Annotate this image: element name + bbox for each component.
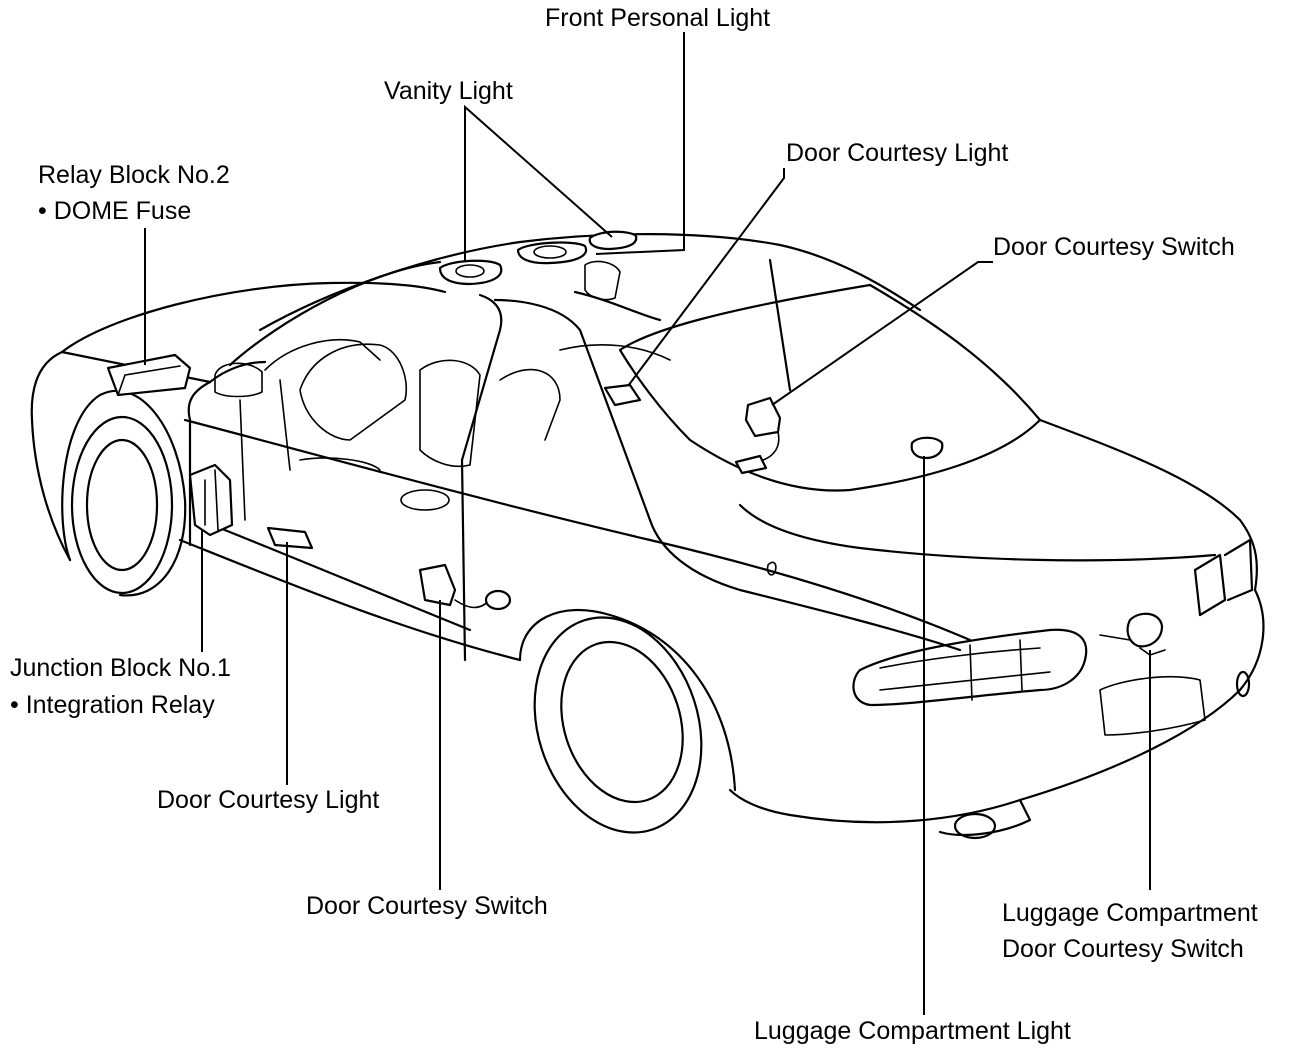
car-body xyxy=(30,233,1265,840)
door-courtesy-light-lower-icon xyxy=(266,526,314,550)
junction-block-no1-icon xyxy=(188,463,234,537)
luggage-compartment-light-icon xyxy=(910,436,944,460)
front-wheel xyxy=(61,389,187,597)
label-front-personal-light: Front Personal Light xyxy=(545,4,771,32)
luggage-door-courtesy-switch-icon xyxy=(1099,612,1166,656)
door-courtesy-switch-upper-icon xyxy=(734,396,782,475)
label-door-courtesy-switch-upper: Door Courtesy Switch xyxy=(993,233,1235,261)
door-courtesy-light-upper-icon xyxy=(603,383,642,407)
interior xyxy=(214,260,671,521)
vanity-light-left-icon xyxy=(438,259,503,286)
label-luggage-door-courtesy-switch: Door Courtesy Switch xyxy=(1002,935,1244,963)
front-personal-light-icon xyxy=(588,230,638,251)
vanity-light-right-icon xyxy=(516,241,588,265)
label-junction-block-no1: Junction Block No.1 xyxy=(10,654,231,682)
label-vanity-light: Vanity Light xyxy=(384,77,513,105)
label-integration-relay: • Integration Relay xyxy=(10,691,215,719)
label-door-courtesy-light-upper: Door Courtesy Light xyxy=(786,139,1009,167)
label-door-courtesy-light-lower: Door Courtesy Light xyxy=(157,786,380,814)
leader-lines xyxy=(144,32,1151,1015)
label-door-courtesy-switch-lower: Door Courtesy Switch xyxy=(306,892,548,920)
rear-wheel xyxy=(518,608,737,834)
label-relay-block-no2: Relay Block No.2 xyxy=(38,161,230,189)
label-luggage-compartment-light: Luggage Compartment Light xyxy=(754,1017,1071,1045)
door-courtesy-switch-lower-icon xyxy=(418,563,512,611)
label-dome-fuse: • DOME Fuse xyxy=(38,197,192,225)
relay-block-no2-icon xyxy=(106,353,192,397)
label-luggage-compartment: Luggage Compartment xyxy=(1002,899,1258,927)
